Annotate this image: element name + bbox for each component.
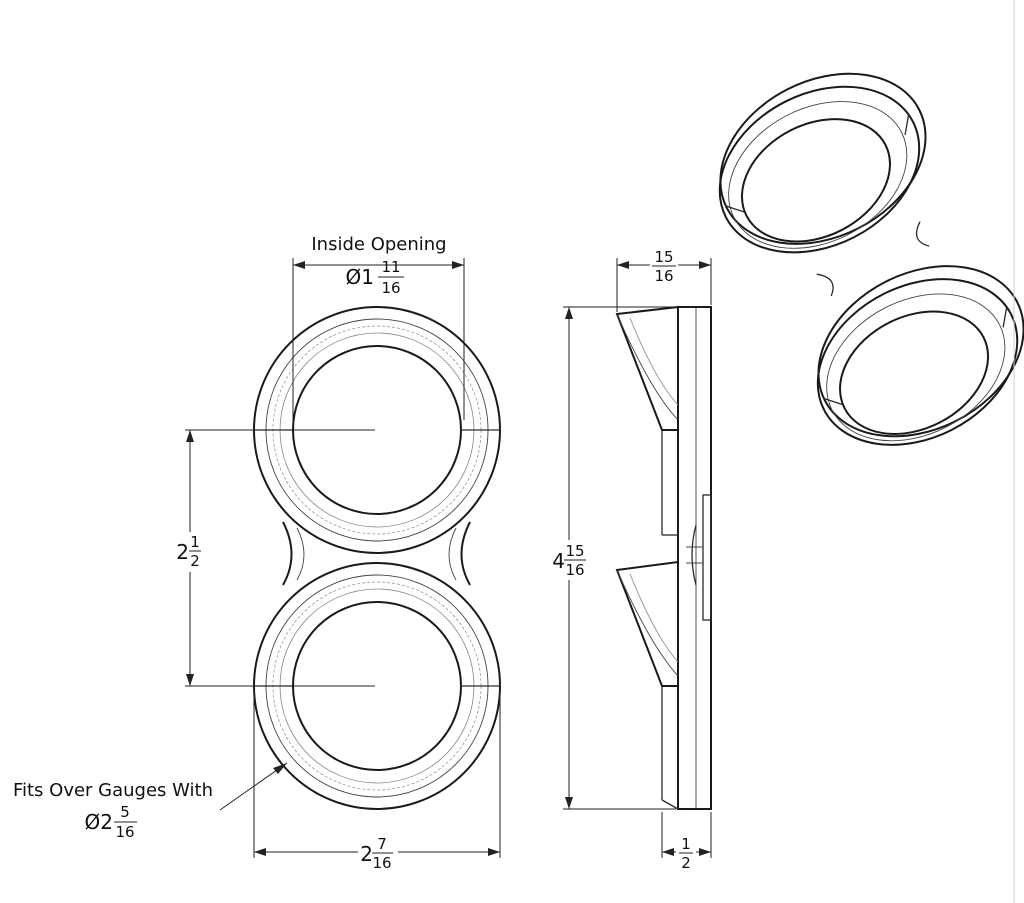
dim-fits-over: Fits Over Gauges With Ø2 5 16 <box>13 762 288 841</box>
overall-height-numerator: 15 <box>565 542 584 560</box>
inside-opening-prefix: Ø1 <box>346 265 374 289</box>
iso-top-ring <box>718 72 927 254</box>
overall-width-whole: 2 <box>360 842 373 866</box>
dim-overall-height: 4 15 16 <box>550 306 676 810</box>
center-spacing-whole: 2 <box>176 540 189 564</box>
side-top-flange <box>615 305 679 431</box>
dim-inside-opening: Inside Opening Ø1 11 16 <box>292 234 465 420</box>
isometric-view <box>718 72 1024 446</box>
center-spacing-denominator: 2 <box>190 552 200 570</box>
iso-bottom-ring <box>816 265 1024 446</box>
fits-over-prefix: Ø2 <box>85 810 113 834</box>
overall-width-numerator: 7 <box>377 835 387 853</box>
dim-center-spacing: 2 1 2 <box>170 429 375 687</box>
side-depth-numerator: 15 <box>654 248 673 266</box>
dim-side-depth: 15 16 <box>616 248 712 312</box>
side-plate <box>677 306 712 810</box>
dim-plate-thickness: 1 2 <box>661 812 712 872</box>
dim-overall-width: 2 7 16 <box>253 690 501 872</box>
side-view <box>615 305 712 810</box>
fits-over-label: Fits Over Gauges With <box>13 780 213 801</box>
overall-width-denominator: 16 <box>372 854 391 872</box>
plate-thickness-numerator: 1 <box>681 835 691 853</box>
overall-height-denominator: 16 <box>565 561 584 579</box>
overall-height-whole: 4 <box>552 549 565 573</box>
inside-opening-denominator: 16 <box>381 279 400 297</box>
inside-opening-numerator: 11 <box>381 258 400 276</box>
fits-over-denominator: 16 <box>115 823 134 841</box>
plate-thickness-denominator: 2 <box>681 854 691 872</box>
front-waist-left <box>282 521 293 586</box>
side-bottom-flange <box>615 560 679 687</box>
inside-opening-label: Inside Opening <box>311 234 446 255</box>
front-waist-right <box>460 521 471 586</box>
center-spacing-numerator: 1 <box>190 533 200 551</box>
side-depth-denominator: 16 <box>654 267 673 285</box>
front-view <box>253 306 501 810</box>
fits-over-numerator: 5 <box>120 803 130 821</box>
